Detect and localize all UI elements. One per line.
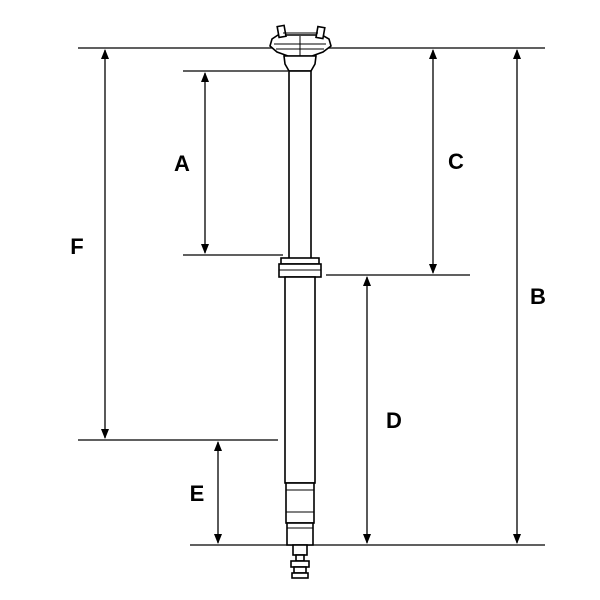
label-d: D (386, 408, 402, 433)
actuator-head (290, 544, 310, 579)
dimension-labels: A B C D E F (70, 149, 546, 506)
seatpost (269, 24, 332, 579)
dimension-arrows (101, 49, 521, 544)
label-b: B (530, 284, 546, 309)
label-e: E (190, 481, 205, 506)
label-f: F (70, 234, 83, 259)
label-a: A (174, 151, 190, 176)
outer-tube (284, 276, 316, 546)
saddle-clamp-head (269, 24, 332, 72)
label-c: C (448, 149, 464, 174)
upper-stanchion (288, 70, 312, 260)
collar (278, 257, 322, 278)
